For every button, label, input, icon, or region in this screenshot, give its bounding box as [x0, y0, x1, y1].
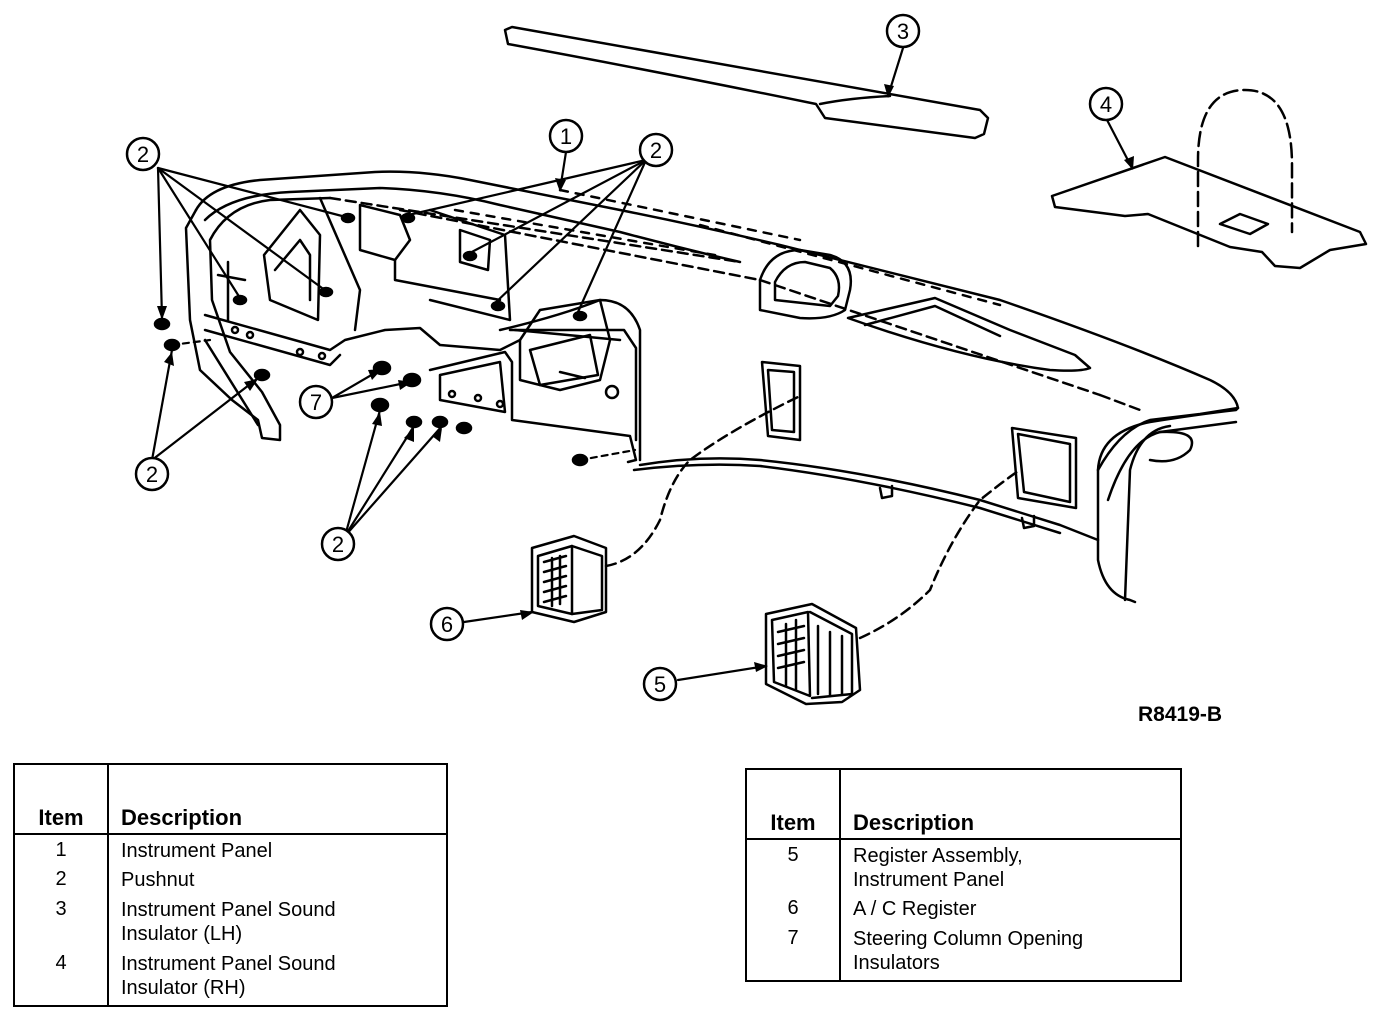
table-row: 7 Steering Column Opening Insulators [746, 923, 1181, 981]
callout-2-top-right: 2 [650, 138, 662, 163]
item-number: 1 [14, 834, 109, 864]
figure-code: R8419-B [1138, 703, 1223, 726]
item-description: Instrument Panel Sound Insulator (LH) [121, 899, 336, 945]
callout-1: 1 [560, 124, 572, 149]
callout-7: 7 [310, 390, 322, 415]
ac-register-part [530, 394, 802, 624]
callout-3: 3 [897, 19, 909, 44]
leader-arrowheads [157, 84, 1134, 672]
callout-2-top-left: 2 [137, 142, 149, 167]
item-number: 2 [14, 864, 109, 894]
callout-4: 4 [1100, 92, 1112, 117]
register-assembly-part [764, 468, 1022, 706]
item-description: Instrument Panel Sound Insulator (RH) [121, 953, 336, 999]
item-number: 3 [14, 894, 109, 948]
column-header-description: Description [108, 764, 447, 835]
column-header-item: Item [14, 764, 109, 835]
exploded-view-diagram: 1 2 2 2 2 3 4 5 6 7 [125, 13, 1368, 706]
table-row: 1 Instrument Panel [14, 834, 447, 864]
item-description: Pushnut [121, 869, 195, 891]
legend-table-right: Item Description 5 Register Assembly, In… [745, 768, 1182, 982]
callout-numbers: 1 2 2 2 2 3 4 5 6 7 [137, 19, 1112, 697]
pushnut-fasteners [153, 212, 589, 467]
column-header-description: Description [840, 769, 1181, 840]
item-description: Steering Column Opening Insulators [853, 928, 1084, 974]
callout-circles [125, 13, 1124, 702]
table-row: 5 Register Assembly, Instrument Panel [746, 839, 1181, 893]
callout-2-lower-center: 2 [332, 532, 344, 557]
lh-sound-insulator-part [503, 25, 990, 140]
legend-table-left: Item Description 1 Instrument Panel 2 Pu… [13, 763, 448, 1007]
instrument-panel-part [184, 170, 1240, 604]
callout-leader-lines [150, 46, 1134, 682]
table-row: 3 Instrument Panel Sound Insulator (LH) [14, 894, 447, 948]
item-number: 5 [746, 839, 841, 893]
table-row: 2 Pushnut [14, 864, 447, 894]
item-description: Register Assembly, Instrument Panel [853, 845, 1023, 891]
item-number: 4 [14, 948, 109, 1006]
item-number: 7 [746, 923, 841, 981]
rh-sound-insulator-part [1050, 88, 1368, 270]
item-description: A / C Register [853, 898, 977, 920]
callout-5: 5 [654, 672, 666, 697]
item-number: 6 [746, 893, 841, 923]
callout-6: 6 [441, 612, 453, 637]
table-row: 6 A / C Register [746, 893, 1181, 923]
item-description: Instrument Panel [121, 840, 273, 862]
column-header-item: Item [746, 769, 841, 840]
table-row: 4 Instrument Panel Sound Insulator (RH) [14, 948, 447, 1006]
callout-2-lower-left: 2 [146, 462, 158, 487]
